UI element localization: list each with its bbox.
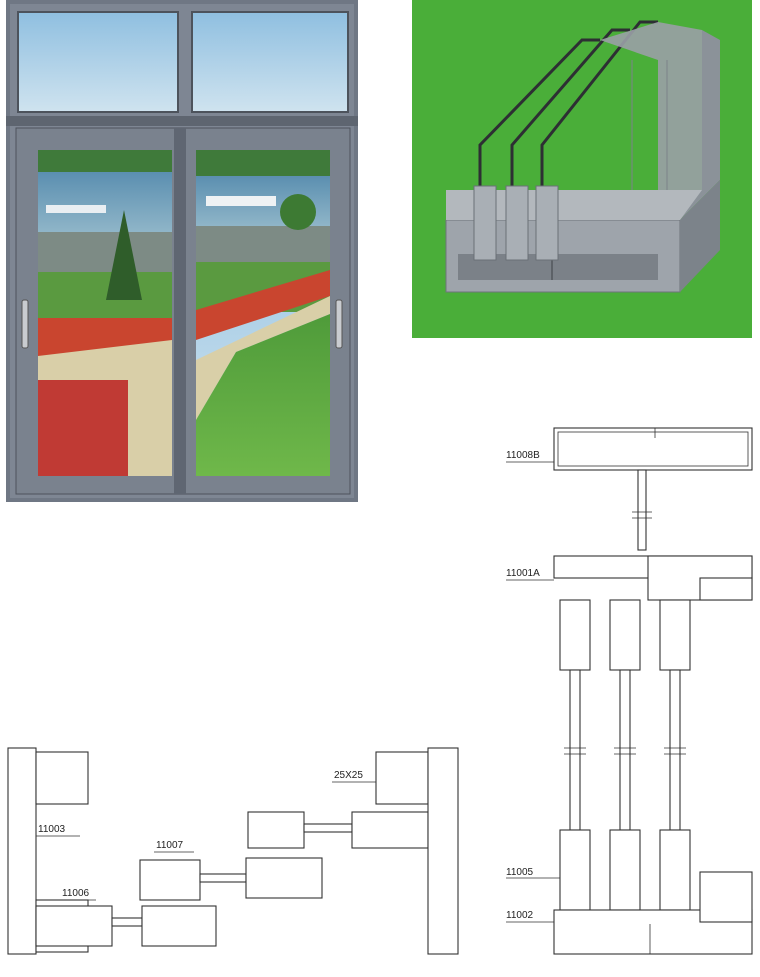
window-illustration [6, 0, 358, 502]
label-11002: 11002 [506, 910, 534, 921]
glazing-left [38, 150, 172, 476]
handle-right [335, 299, 343, 349]
label-11006: 11006 [62, 888, 90, 899]
handle-left [21, 299, 29, 349]
label-11003: 11003 [38, 824, 66, 835]
transom-left [17, 11, 179, 113]
profile-11008b [553, 427, 753, 471]
profile-11003 [7, 747, 37, 955]
transom-right [191, 11, 349, 113]
profile-11007 [139, 859, 201, 901]
label-25x25: 25X25 [334, 770, 363, 781]
label-11001a: 11001A [506, 568, 540, 579]
horizontal-section-svg: 11003 11006 11007 25X25 [7, 747, 459, 955]
vertical-section-svg: 11008B 11001A [506, 427, 753, 955]
horizontal-section-drawing: 11003 11006 11007 25X25 [0, 740, 470, 962]
label-11005: 11005 [506, 867, 534, 878]
label-11008b: 11008B [506, 450, 540, 461]
profile-11006 [35, 905, 113, 947]
vertical-section-drawing: 11008B 11001A [500, 420, 760, 972]
profile-render [412, 0, 752, 338]
sash-columns [559, 599, 691, 911]
sash-render [478, 20, 658, 188]
label-11007: 11007 [156, 840, 184, 851]
render-svg [412, 0, 752, 338]
window-photo [6, 0, 358, 502]
glazing-right [196, 150, 330, 476]
